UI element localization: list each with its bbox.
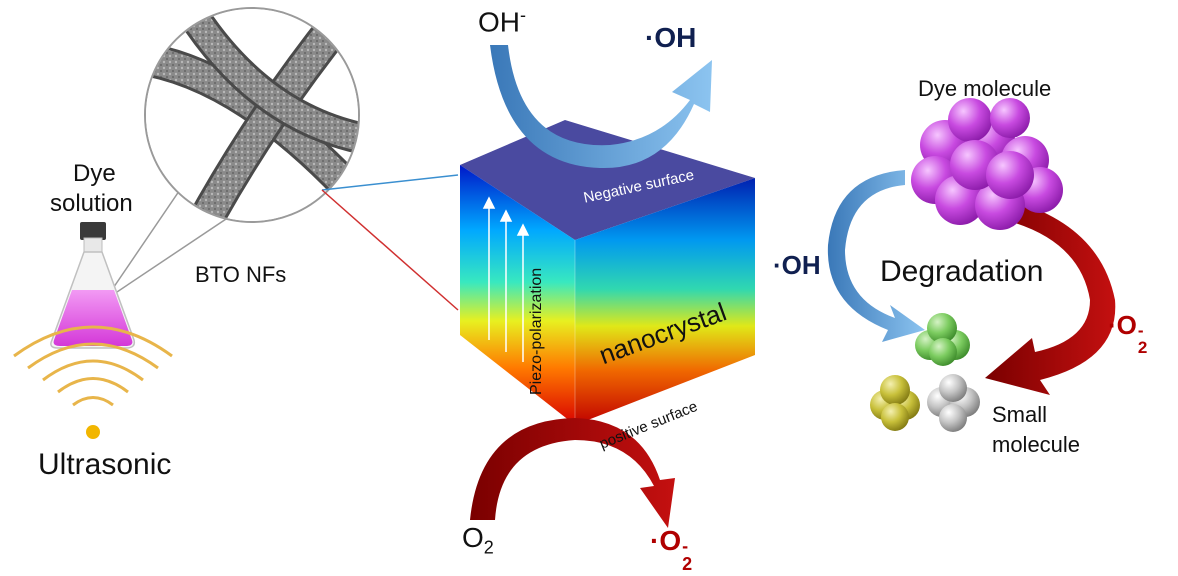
label-small: Small <box>992 402 1048 427</box>
bottom-red-arrow <box>470 418 675 528</box>
red-connector-line <box>321 189 459 311</box>
nanofiber-magnifier-icon <box>104 7 360 301</box>
top-blue-arrow <box>490 45 712 169</box>
blue-connector-line <box>321 174 459 191</box>
label-dye: Dye <box>73 160 116 187</box>
label-piezo-polarization: Piezo-polarization <box>528 267 545 395</box>
small-molecule-icon <box>927 374 980 432</box>
small-molecule-icon <box>915 313 970 366</box>
cube-icon <box>460 120 755 425</box>
sound-wave-icon <box>13 325 173 439</box>
label-superoxide-right: ·O-2 <box>1108 310 1148 357</box>
label-o2: O2 <box>462 522 494 558</box>
label-solution: solution <box>50 190 133 217</box>
right-blue-arrow <box>827 170 925 342</box>
flask-icon <box>50 222 136 349</box>
right-red-arrow <box>985 200 1116 395</box>
label-ultrasonic: Ultrasonic <box>38 448 172 481</box>
label-oh-minus: OH- <box>478 5 526 38</box>
label-dye-molecule: Dye molecule <box>918 76 1052 101</box>
dye-molecule-icon <box>911 98 1063 230</box>
small-molecule-icon <box>870 375 920 431</box>
label-oh-radical-right: ·OH <box>773 250 821 280</box>
label-superoxide-bottom: ·O-2 <box>650 525 693 574</box>
label-bto-nfs: BTO NFs <box>195 262 287 287</box>
label-molecule: molecule <box>992 432 1081 457</box>
label-oh-radical-top: ·OH <box>645 22 697 53</box>
label-degradation: Degradation <box>880 255 1044 288</box>
